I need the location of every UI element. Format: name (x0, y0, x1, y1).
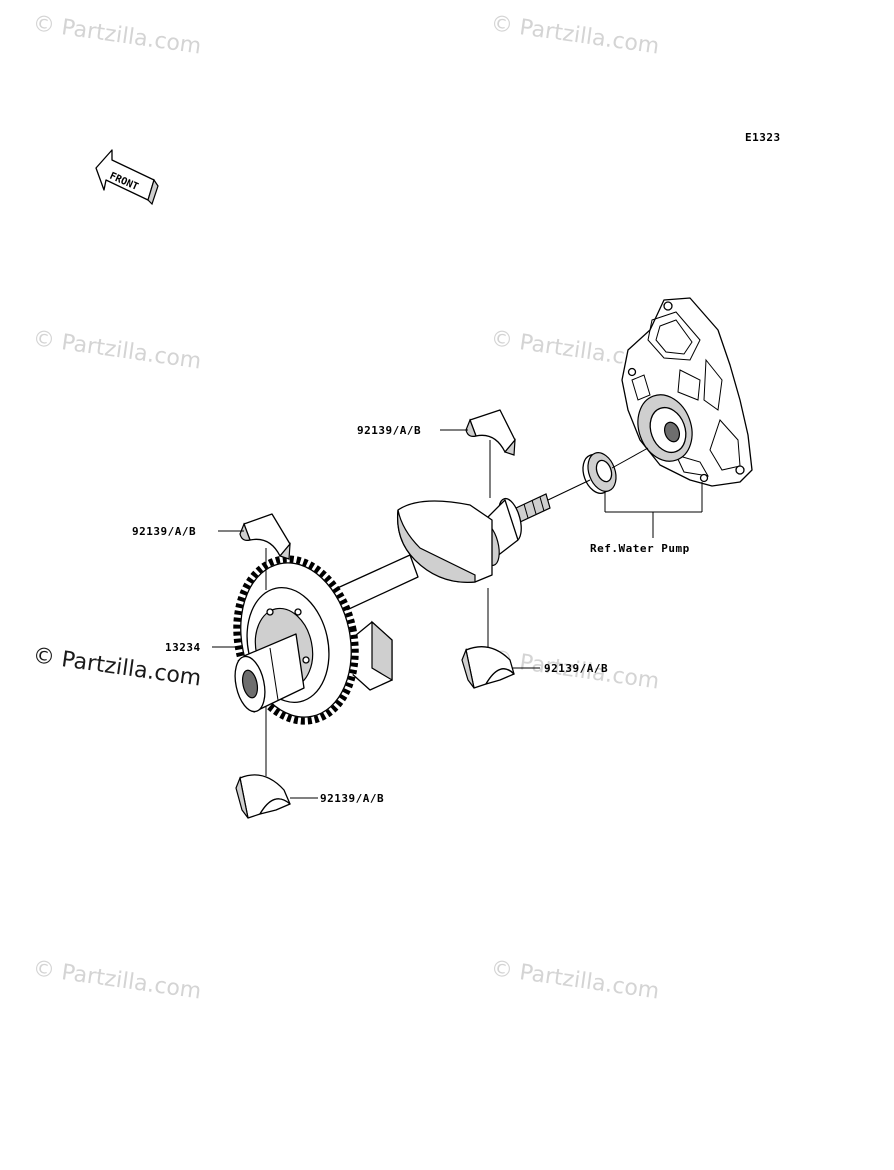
callout-bearing-top-right: 92139/A/B (357, 424, 421, 437)
leader-lines (212, 429, 703, 799)
callout-bearing-bottom-right: 92139/A/B (544, 662, 608, 675)
bearing-insert-top-right (465, 409, 516, 456)
watermark-1: © Partzilla.com (31, 11, 203, 59)
callout-bearing-bottom-left: 92139/A/B (320, 792, 384, 805)
watermark-7: © Partzilla.com (489, 956, 661, 1004)
front-arrow-icon: FRONT (95, 149, 159, 206)
oil-seal (582, 452, 617, 494)
drive-gear (233, 555, 359, 725)
callout-gear: 13234 (165, 641, 201, 654)
watermark-3: © Partzilla.com (31, 326, 203, 374)
bearing-insert-top-left (239, 513, 291, 560)
watermarks: © Partzilla.com © Partzilla.com © Partzi… (31, 11, 661, 1004)
water-pump-cover (621, 297, 753, 487)
callout-water-pump-ref: Ref.Water Pump (590, 542, 690, 555)
bearing-insert-bottom-left (235, 774, 291, 819)
diagram-code: E1323 (745, 131, 781, 144)
watermark-2: © Partzilla.com (489, 11, 661, 59)
watermark-6: © Partzilla.com (31, 956, 203, 1004)
bearing-insert-bottom-right (461, 646, 515, 689)
callout-bearing-top-left: 92139/A/B (132, 525, 196, 538)
